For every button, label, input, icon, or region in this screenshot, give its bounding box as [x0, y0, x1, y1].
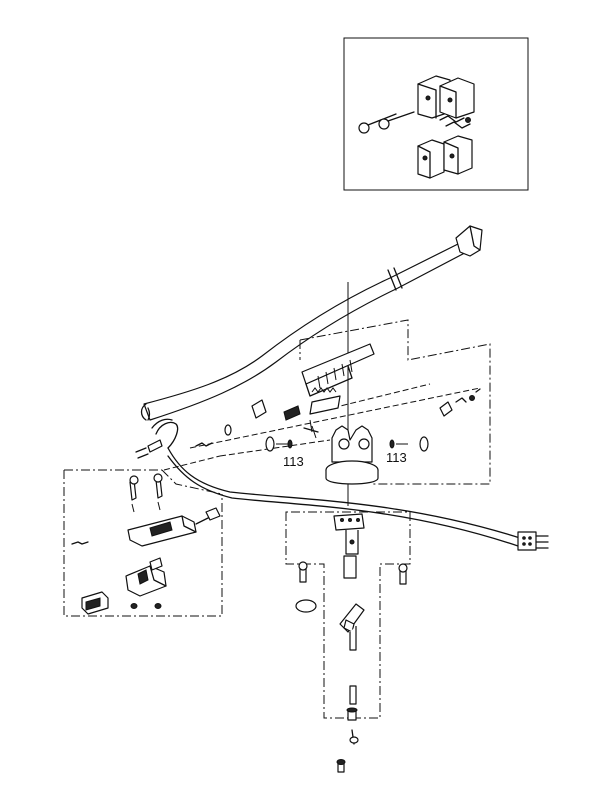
brush-pins [358, 111, 471, 134]
arm-cable [135, 418, 521, 547]
nuts [130, 603, 162, 609]
screw-row-middle [195, 388, 481, 447]
stylus-guard [81, 591, 109, 615]
inset-box-cartridge [63, 469, 223, 617]
callout-113-left: 113 [283, 454, 304, 469]
washer-left [265, 436, 293, 452]
cartridge-body [127, 507, 221, 547]
pivot-housing [301, 343, 375, 415]
callout-113-right: 113 [386, 450, 407, 465]
cartridge-mount [125, 557, 167, 597]
lower-assembly-frame [285, 511, 411, 719]
holder-block-lower [417, 135, 473, 179]
lift-lever [339, 603, 365, 651]
spring [311, 387, 337, 393]
washer-right [389, 436, 429, 452]
bearing-yoke [303, 419, 379, 485]
mounting-screws [129, 473, 163, 513]
lift-clip [251, 399, 301, 421]
washer-oval [295, 599, 317, 613]
tone-arm [140, 225, 483, 421]
lift-bracket [333, 513, 365, 579]
lower-pins [336, 685, 359, 773]
stylus-screw [71, 541, 89, 545]
output-connector [517, 531, 549, 551]
inset-box-top [343, 37, 529, 191]
holder-block-upper [417, 75, 475, 119]
headshell [455, 225, 483, 257]
side-screws [298, 561, 408, 585]
pivot-assembly-frame [163, 319, 491, 485]
